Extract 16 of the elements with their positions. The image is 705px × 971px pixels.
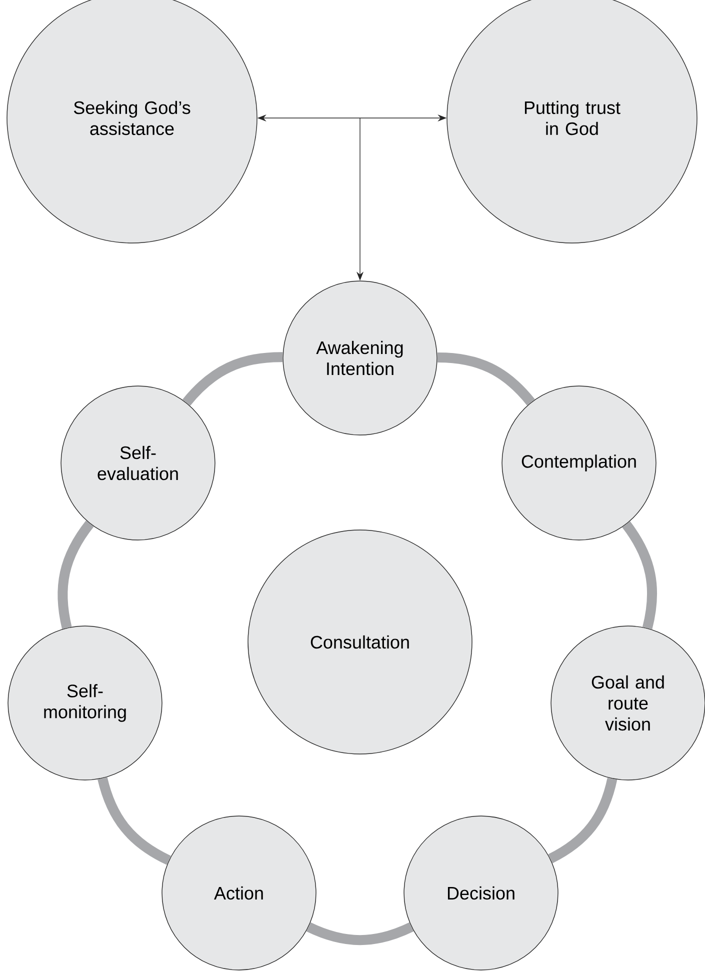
- ring-band: [306, 922, 414, 946]
- circle-node: Consultation: [248, 530, 472, 754]
- circle-node: Self-monitoring: [8, 626, 162, 780]
- circle-node: Putting trust in God: [446, 0, 698, 244]
- ring-band: [58, 520, 94, 629]
- ring-band: [437, 352, 535, 406]
- ring-band: [548, 778, 618, 864]
- circle-node: Contemplation: [502, 386, 656, 540]
- circle-node: Action: [162, 816, 316, 970]
- circle-node: Goal and route vision: [550, 626, 705, 780]
- ring-band: [182, 352, 283, 406]
- ring-band: [98, 777, 172, 865]
- ring-band: [622, 521, 658, 630]
- circle-node: Decision: [404, 816, 558, 970]
- circle-node: Self-evaluation: [60, 386, 216, 540]
- circle-node: Awakening Intention: [282, 280, 438, 436]
